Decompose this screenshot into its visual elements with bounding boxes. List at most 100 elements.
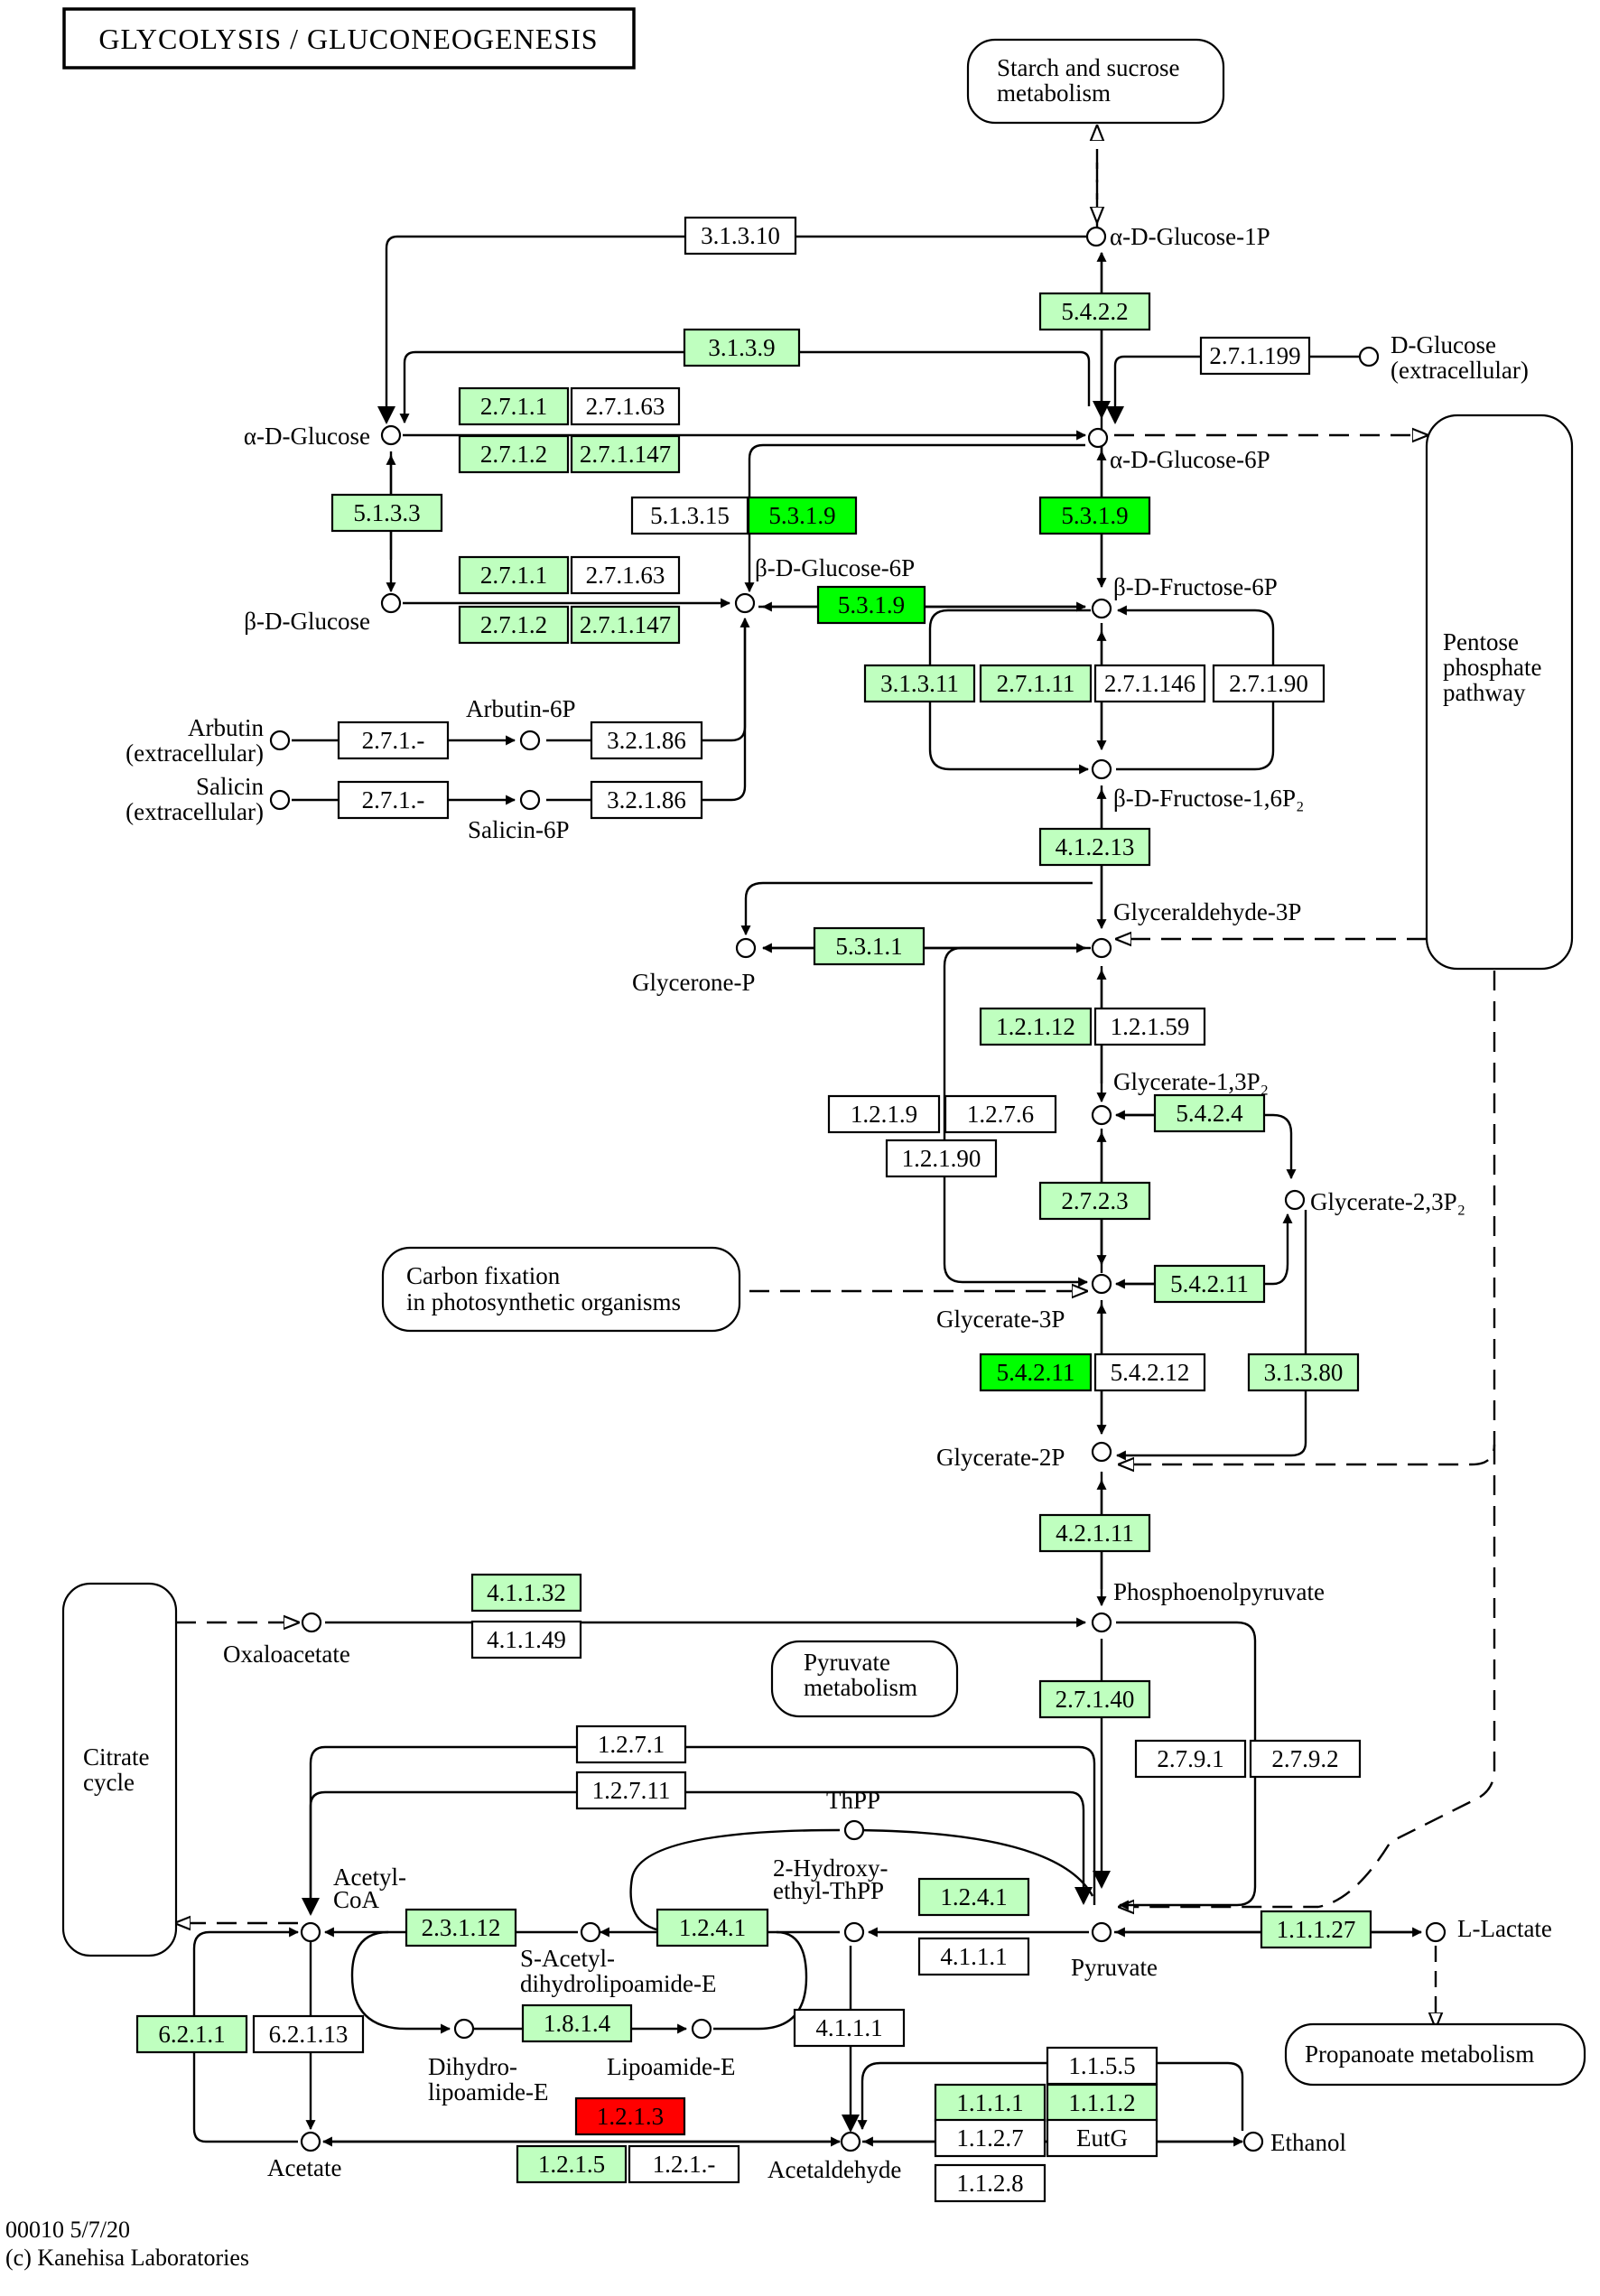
compound-node[interactable] — [734, 592, 756, 614]
enzyme-box[interactable]: 5.3.1.9 — [747, 496, 858, 535]
enzyme-box[interactable]: 3.1.3.9 — [683, 328, 801, 367]
enzyme-box[interactable]: 1.1.2.7 — [934, 2118, 1047, 2158]
compound-node[interactable] — [1358, 346, 1380, 367]
compound-node[interactable] — [300, 2131, 321, 2152]
compound-acet[interactable]: Acetate — [267, 2131, 341, 2181]
enzyme-box[interactable]: EutG — [1046, 2118, 1158, 2158]
enzyme-box[interactable]: 1.1.1.27 — [1260, 1910, 1372, 1949]
enzyme-box[interactable]: 4.1.1.49 — [470, 1620, 582, 1659]
enzyme-box[interactable]: 4.1.2.13 — [1038, 827, 1151, 867]
enzyme-box[interactable]: 1.2.1.90 — [885, 1139, 998, 1178]
compound-node[interactable] — [580, 1921, 601, 1943]
enzyme-box[interactable]: 2.7.1.- — [337, 720, 450, 760]
enzyme-box[interactable]: 4.1.1.1 — [917, 1937, 1030, 1976]
compound-node[interactable] — [301, 1612, 322, 1633]
compound-pep[interactable]: Phosphoenolpyruvate — [1091, 1578, 1325, 1633]
enzyme-box[interactable]: 4.1.1.32 — [470, 1573, 582, 1613]
enzyme-box[interactable]: 1.2.4.1 — [917, 1877, 1030, 1917]
enzyme-box[interactable]: 1.2.4.1 — [656, 1908, 769, 1947]
compound-bf6p[interactable]: β-D-Fructose-6P — [1091, 573, 1278, 619]
compound-node[interactable] — [1085, 226, 1107, 247]
compound-node[interactable] — [1091, 758, 1112, 780]
enzyme-box[interactable]: 5.3.1.9 — [1038, 496, 1151, 535]
enzyme-box[interactable]: 2.7.1.11 — [979, 664, 1093, 703]
compound-node[interactable] — [1425, 1921, 1447, 1943]
enzyme-box[interactable]: 3.2.1.86 — [590, 720, 703, 760]
compound-dglc[interactable]: D-Glucose(extracellular) — [1358, 331, 1529, 384]
enzyme-box[interactable]: 2.7.1.63 — [570, 386, 681, 426]
enzyme-box[interactable]: 5.1.3.15 — [630, 496, 749, 535]
compound-node[interactable] — [735, 937, 757, 959]
enzyme-box[interactable]: 2.7.9.2 — [1249, 1739, 1362, 1779]
enzyme-box[interactable]: 3.2.1.86 — [590, 780, 703, 820]
enzyme-box[interactable]: 6.2.1.1 — [135, 2014, 248, 2054]
enzyme-box[interactable]: 2.7.9.1 — [1134, 1739, 1247, 1779]
enzyme-box[interactable]: 5.4.2.2 — [1038, 292, 1151, 331]
enzyme-box[interactable]: 3.1.3.10 — [684, 216, 797, 256]
compound-gap[interactable]: Glyceraldehyde-3P — [1091, 898, 1301, 959]
compound-node[interactable] — [1242, 2131, 1264, 2152]
compound-bglc[interactable]: β-D-Glucose — [244, 592, 402, 635]
compound-acald[interactable]: Acetaldehyde — [767, 2131, 901, 2183]
enzyme-box[interactable]: 1.2.7.6 — [944, 1094, 1057, 1134]
compound-node[interactable] — [269, 730, 291, 751]
enzyme-box[interactable]: 2.7.1.1 — [458, 386, 570, 426]
compound-aglc[interactable]: α-D-Glucose — [244, 423, 402, 450]
compound-oaa[interactable]: Oxaloacetate — [223, 1612, 350, 1668]
compound-bg6p[interactable]: β-D-Glucose-6P — [734, 554, 915, 614]
compound-bpg23[interactable]: Glycerate-2,3P₂ — [1284, 1188, 1465, 1215]
enzyme-box[interactable]: 1.2.7.1 — [575, 1724, 687, 1764]
enzyme-box[interactable]: 1.2.1.59 — [1093, 1007, 1206, 1046]
compound-node[interactable] — [380, 424, 402, 446]
compound-node[interactable] — [1091, 598, 1112, 619]
compound-node[interactable] — [1091, 1441, 1112, 1463]
enzyme-box[interactable]: 2.7.1.63 — [570, 555, 681, 595]
enzyme-box[interactable]: 4.2.1.11 — [1038, 1513, 1151, 1553]
enzyme-box[interactable]: 5.4.2.11 — [979, 1353, 1093, 1392]
enzyme-box[interactable]: 1.1.2.8 — [934, 2163, 1047, 2203]
enzyme-box[interactable]: 2.7.1.146 — [1093, 664, 1206, 703]
enzyme-box[interactable]: 2.7.1.147 — [570, 434, 681, 474]
compound-thpp[interactable]: ThPP — [826, 1787, 880, 1841]
enzyme-box[interactable]: 3.1.3.11 — [863, 664, 976, 703]
compound-node[interactable] — [691, 2018, 712, 2040]
compound-node[interactable] — [843, 1921, 865, 1943]
enzyme-box[interactable]: 2.7.1.- — [337, 780, 450, 820]
compound-arb[interactable]: Arbutin(extracellular) — [126, 714, 291, 767]
enzyme-box[interactable]: 1.8.1.4 — [521, 2003, 633, 2043]
compound-sacdl[interactable]: S-Acetyl-dihydrolipoamide-E — [520, 1921, 716, 1997]
compound-node[interactable] — [1087, 427, 1109, 449]
compound-pg2[interactable]: Glycerate-2P — [936, 1441, 1112, 1471]
compound-pyr[interactable]: Pyruvate — [1071, 1921, 1158, 1981]
compound-node[interactable] — [1284, 1189, 1306, 1211]
enzyme-box[interactable]: 6.2.1.13 — [252, 2014, 365, 2054]
compound-fbp[interactable]: β-D-Fructose-1,6P₂ — [1091, 758, 1304, 812]
compound-ag1p[interactable]: α-D-Glucose-1P — [1085, 223, 1270, 250]
enzyme-box[interactable]: 1.2.1.- — [628, 2144, 740, 2184]
compound-ag6p[interactable]: α-D-Glucose-6P — [1087, 427, 1270, 473]
compound-node[interactable] — [1091, 937, 1112, 959]
compound-arb6p[interactable]: Arbutin-6P — [466, 695, 576, 751]
compound-node[interactable] — [453, 2018, 475, 2040]
enzyme-box[interactable]: 2.7.1.2 — [458, 605, 570, 645]
enzyme-box[interactable]: 1.1.1.2 — [1046, 2083, 1158, 2123]
compound-etoh[interactable]: Ethanol — [1242, 2129, 1346, 2156]
enzyme-box[interactable]: 1.2.1.5 — [516, 2144, 628, 2184]
enzyme-box[interactable]: 2.7.2.3 — [1038, 1181, 1151, 1221]
enzyme-box[interactable]: 3.1.3.80 — [1247, 1353, 1360, 1392]
compound-node[interactable] — [843, 1819, 865, 1841]
compound-sal[interactable]: Salicin(extracellular) — [126, 773, 291, 825]
enzyme-box[interactable]: 5.4.2.12 — [1093, 1353, 1206, 1392]
enzyme-box[interactable]: 2.7.1.147 — [570, 605, 681, 645]
enzyme-box[interactable]: 1.2.1.12 — [979, 1007, 1093, 1046]
compound-lipo[interactable]: Lipoamide-E — [607, 2018, 735, 2080]
enzyme-box[interactable]: 2.7.1.2 — [458, 434, 570, 474]
compound-node[interactable] — [519, 789, 541, 811]
compound-bpg13[interactable]: Glycerate-1,3P₂ — [1091, 1068, 1269, 1126]
enzyme-box[interactable]: 5.3.1.9 — [816, 585, 926, 625]
enzyme-box[interactable]: 5.4.2.11 — [1153, 1264, 1266, 1304]
